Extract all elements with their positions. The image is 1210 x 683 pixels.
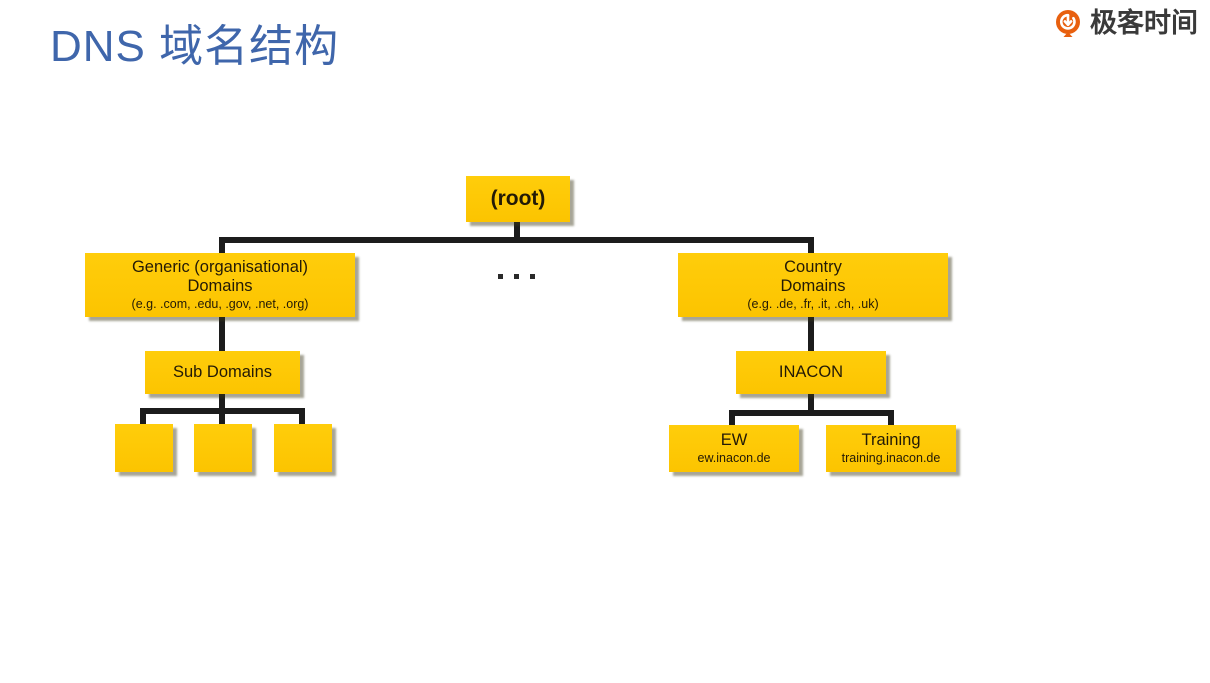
brand-name: 极客时间 (1090, 7, 1198, 38)
node-country-domains[interactable]: Country Domains (e.g. .de, .fr, .it, .ch… (678, 253, 948, 317)
node-inacon-label: INACON (778, 362, 844, 381)
node-sub-domains-label: Sub Domains (172, 362, 273, 381)
node-country-domains-line2: Domains (780, 277, 846, 295)
node-generic-domains-line2: Domains (187, 277, 253, 295)
connector-subdomains-to-leaf-1 (140, 408, 146, 426)
node-country-domains-line1: Country (784, 257, 842, 276)
connector-inacon-to-ew (729, 410, 735, 427)
connector-inacon-bar (729, 410, 894, 416)
connector-root-to-generic (219, 237, 225, 255)
node-country-domains-examples: (e.g. .de, .fr, .it, .ch, .uk) (747, 297, 879, 312)
connector-subdomains-stem (219, 392, 225, 410)
node-sub-domains[interactable]: Sub Domains (145, 351, 300, 394)
node-generic-leaf-1[interactable] (115, 424, 173, 472)
node-inacon[interactable]: INACON (736, 351, 886, 394)
ellipsis-dot-1 (498, 274, 503, 279)
page-title: DNS 域名结构 (50, 22, 340, 71)
node-ew[interactable]: EW ew.inacon.de (669, 425, 799, 472)
connector-generic-to-subdomains (219, 316, 225, 354)
node-training-label: Training (861, 430, 921, 449)
connector-subdomains-to-leaf-2 (219, 408, 225, 426)
node-root-label: (root) (490, 186, 546, 210)
connector-root-bar (219, 237, 814, 243)
ellipsis-dot-3 (530, 274, 535, 279)
node-generic-domains-examples: (e.g. .com, .edu, .gov, .net, .org) (131, 297, 309, 312)
connector-subdomains-to-leaf-3 (299, 408, 305, 426)
node-ew-fqdn: ew.inacon.de (697, 451, 771, 466)
ellipsis-indicator (498, 274, 535, 279)
connector-inacon-stem (808, 392, 814, 412)
node-generic-domains[interactable]: Generic (organisational) Domains (e.g. .… (85, 253, 355, 317)
connector-country-to-inacon (808, 316, 814, 354)
geektime-circle-logo-icon (1053, 8, 1083, 38)
brand-logo: 极客时间 (1053, 8, 1198, 38)
node-generic-leaf-3[interactable] (274, 424, 332, 472)
connector-root-stem (514, 220, 520, 241)
ellipsis-dot-2 (514, 274, 519, 279)
node-ew-label: EW (720, 430, 748, 449)
connector-root-to-country (808, 237, 814, 255)
node-training-fqdn: training.inacon.de (841, 451, 941, 466)
node-generic-domains-line1: Generic (organisational) (131, 257, 309, 276)
node-training[interactable]: Training training.inacon.de (826, 425, 956, 472)
node-root[interactable]: (root) (466, 176, 570, 222)
node-generic-leaf-2[interactable] (194, 424, 252, 472)
connector-inacon-to-training (888, 410, 894, 427)
